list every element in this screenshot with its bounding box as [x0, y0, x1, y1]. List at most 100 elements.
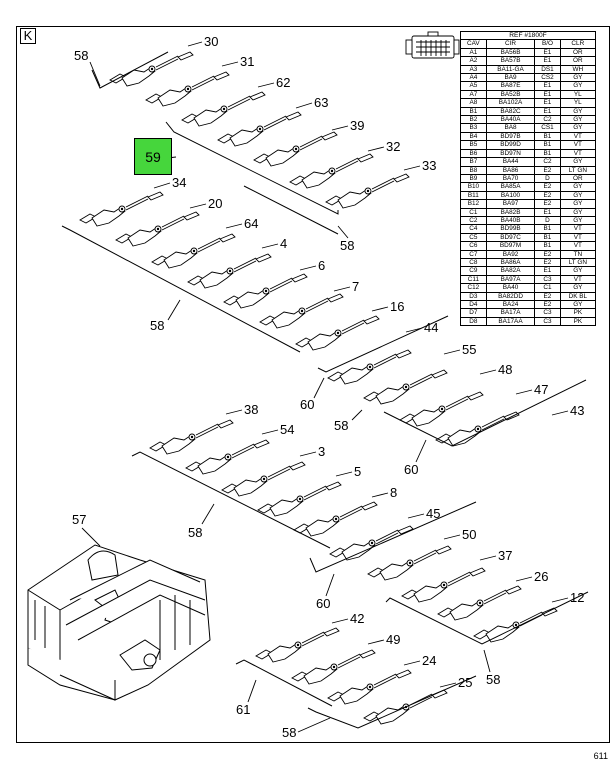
table-cell: C5	[460, 232, 487, 243]
label-3: 3	[318, 444, 325, 459]
table-cell: BD97N	[485, 148, 536, 159]
leader-line	[261, 429, 279, 435]
leader-line	[439, 682, 457, 688]
table-cell: C6	[460, 241, 487, 251]
table-cell: BA17AA	[485, 316, 536, 327]
connector-icon	[405, 31, 460, 59]
leader-line	[333, 286, 351, 292]
leader-line	[479, 555, 497, 561]
label-16: 16	[390, 299, 404, 314]
table-cell: BA102A	[485, 98, 536, 108]
terminal-part	[293, 501, 378, 537]
table-cell: BA82DD	[485, 291, 536, 302]
group-brackets	[61, 51, 589, 729]
leader-line	[89, 61, 101, 87]
terminal-part	[149, 419, 234, 455]
table-cell: B4	[460, 131, 487, 142]
leader-line	[443, 534, 461, 540]
table-cell: E2	[534, 249, 561, 259]
leader-line	[297, 717, 331, 733]
table-cell: E1	[534, 98, 561, 108]
table-cell: CS2	[534, 73, 561, 83]
leader-line	[407, 513, 425, 519]
leader-line	[257, 82, 275, 88]
table-cell: C1	[534, 283, 561, 293]
table-cell: GY	[559, 199, 597, 209]
table-cell: VT	[559, 224, 597, 234]
table-cell: B9	[460, 173, 487, 184]
table-cell: C9	[460, 266, 487, 276]
leader-line	[187, 41, 203, 47]
terminal-part	[185, 439, 270, 475]
table-cell: PK	[559, 316, 597, 327]
label-44: 44	[424, 320, 438, 335]
table-cell: BD99D	[485, 140, 536, 150]
label-58: 58	[340, 238, 354, 253]
table-cell: C1	[460, 207, 487, 217]
table-cell: D7	[460, 308, 487, 318]
label-6: 6	[318, 258, 325, 273]
table-cell: A2	[460, 56, 487, 66]
table-cell: B1	[460, 106, 487, 117]
table-cell: BA17A	[485, 308, 536, 318]
table-cell: A4	[460, 73, 487, 83]
table-cell: C2	[534, 157, 561, 167]
leader-line	[331, 618, 349, 624]
table-cell: BA9	[485, 73, 536, 83]
table-cell: BA86	[485, 165, 536, 175]
terminal-part	[181, 91, 266, 127]
table-cell: B1	[534, 148, 561, 159]
table-cell: D	[534, 215, 561, 226]
bracket-line	[385, 591, 589, 645]
terminal-part	[187, 253, 272, 289]
table-cell: E1	[534, 56, 561, 66]
table-cell: E1	[534, 106, 561, 117]
leader-line	[247, 679, 257, 703]
table-cell: C8	[460, 257, 487, 268]
label-5: 5	[354, 464, 361, 479]
label-20: 20	[208, 196, 222, 211]
terminal-part	[367, 545, 452, 581]
terminal-part	[217, 111, 302, 147]
terminal-part	[79, 191, 164, 227]
table-cell: B1	[534, 131, 561, 142]
bracket-line	[235, 659, 333, 707]
table-cell: B7	[460, 157, 487, 167]
terminal-part	[363, 369, 448, 405]
table-cell: GY	[559, 299, 597, 310]
leader-line	[325, 573, 335, 597]
terminal-part	[291, 649, 376, 685]
leader-line	[483, 649, 491, 673]
leader-line	[313, 377, 325, 399]
leader-line	[225, 409, 243, 415]
col-header: B/O	[534, 39, 561, 49]
table-cell: CS1	[534, 123, 561, 133]
table-cell: TN	[559, 249, 597, 259]
label-8: 8	[390, 485, 397, 500]
table-cell: PK	[559, 308, 597, 318]
table-cell: BD97C	[485, 232, 536, 243]
leader-line	[403, 660, 421, 666]
table-cell: DK BL	[559, 291, 597, 302]
table-cell: E2	[534, 182, 561, 192]
table-cell: BA70	[485, 173, 536, 184]
leader-line	[221, 61, 239, 67]
table-cell: BA82A	[485, 266, 536, 276]
label-58: 58	[150, 318, 164, 333]
label-25: 25	[458, 675, 472, 690]
